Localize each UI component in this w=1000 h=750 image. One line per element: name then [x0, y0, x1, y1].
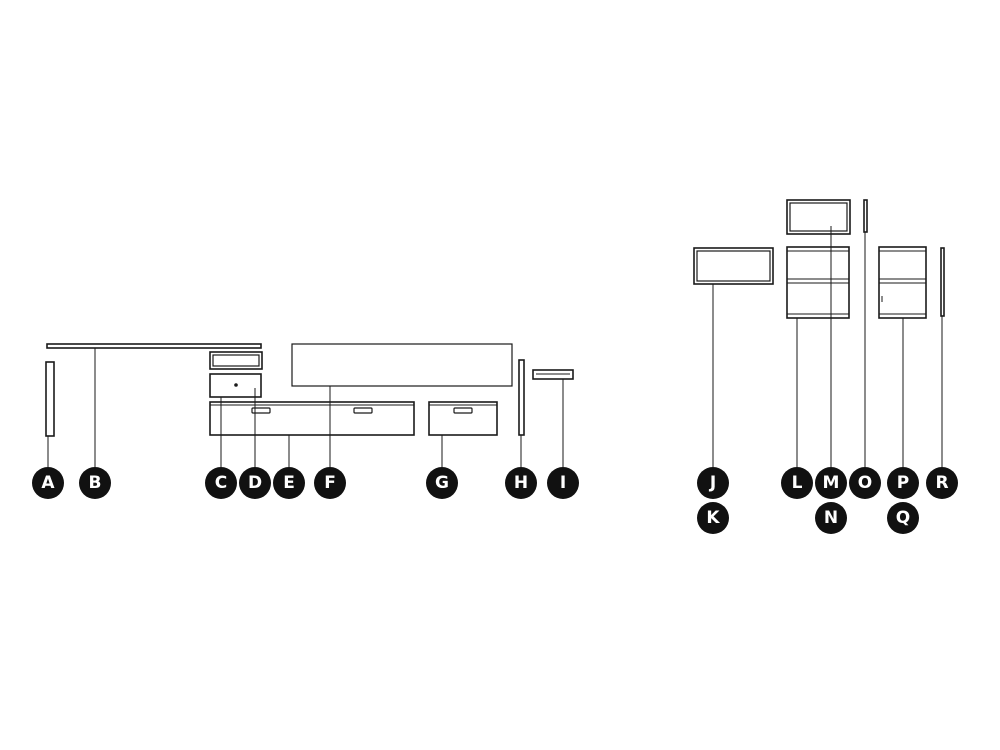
svg-text:A: A: [41, 473, 55, 493]
svg-text:Q: Q: [896, 508, 910, 528]
component-f-wall-panel: [291, 343, 513, 387]
label-badge-j: J: [697, 467, 729, 499]
svg-text:E: E: [283, 473, 295, 493]
svg-text:P: P: [897, 473, 909, 493]
component-l-shelf-unit: [786, 246, 850, 319]
component-mn-top-box: [786, 199, 851, 235]
svg-text:C: C: [215, 473, 227, 493]
component-h-side-panel: [518, 359, 525, 436]
label-badge-q: Q: [887, 502, 919, 534]
svg-text:B: B: [89, 473, 102, 493]
svg-text:D: D: [248, 473, 262, 493]
svg-text:O: O: [858, 473, 872, 493]
label-badge-a: A: [32, 467, 64, 499]
svg-text:K: K: [706, 508, 720, 528]
svg-text:G: G: [435, 473, 449, 493]
component-e-base-unit: [209, 401, 415, 436]
component-c-small-drawer-box: [209, 351, 263, 370]
label-badge-f: F: [314, 467, 346, 499]
label-badge-h: H: [505, 467, 537, 499]
label-badge-o: O: [849, 467, 881, 499]
svg-text:J: J: [709, 473, 716, 493]
label-badge-r: R: [926, 467, 958, 499]
label-badge-i: I: [547, 467, 579, 499]
component-i-bracket: [532, 369, 574, 380]
leader-lines: [47, 226, 943, 467]
label-badge-c: C: [205, 467, 237, 499]
svg-text:F: F: [324, 473, 336, 493]
label-badge-n: N: [815, 502, 847, 534]
component-pq-cabinet: [878, 246, 927, 319]
label-badge-d: D: [239, 467, 271, 499]
label-badge-l: L: [781, 467, 813, 499]
label-badge-g: G: [426, 467, 458, 499]
label-badge-p: P: [887, 467, 919, 499]
component-b-top-shelf: [46, 343, 262, 349]
svg-text:M: M: [823, 473, 840, 493]
component-jk-wall-cabinet: [693, 247, 774, 285]
svg-text:N: N: [824, 508, 838, 528]
label-badge-b: B: [79, 467, 111, 499]
label-badge-e: E: [273, 467, 305, 499]
svg-text:R: R: [935, 473, 948, 493]
svg-text:L: L: [792, 473, 803, 493]
component-g-drawer-box: [428, 401, 498, 436]
label-badge-k: K: [697, 502, 729, 534]
svg-text:I: I: [560, 473, 566, 493]
component-r-upright: [940, 247, 945, 317]
component-o-upright: [863, 199, 868, 233]
component-a-side-panel: [45, 361, 55, 437]
svg-text:H: H: [514, 473, 528, 493]
label-badge-m: M: [815, 467, 847, 499]
component-d-knob-drawer: [209, 373, 262, 398]
